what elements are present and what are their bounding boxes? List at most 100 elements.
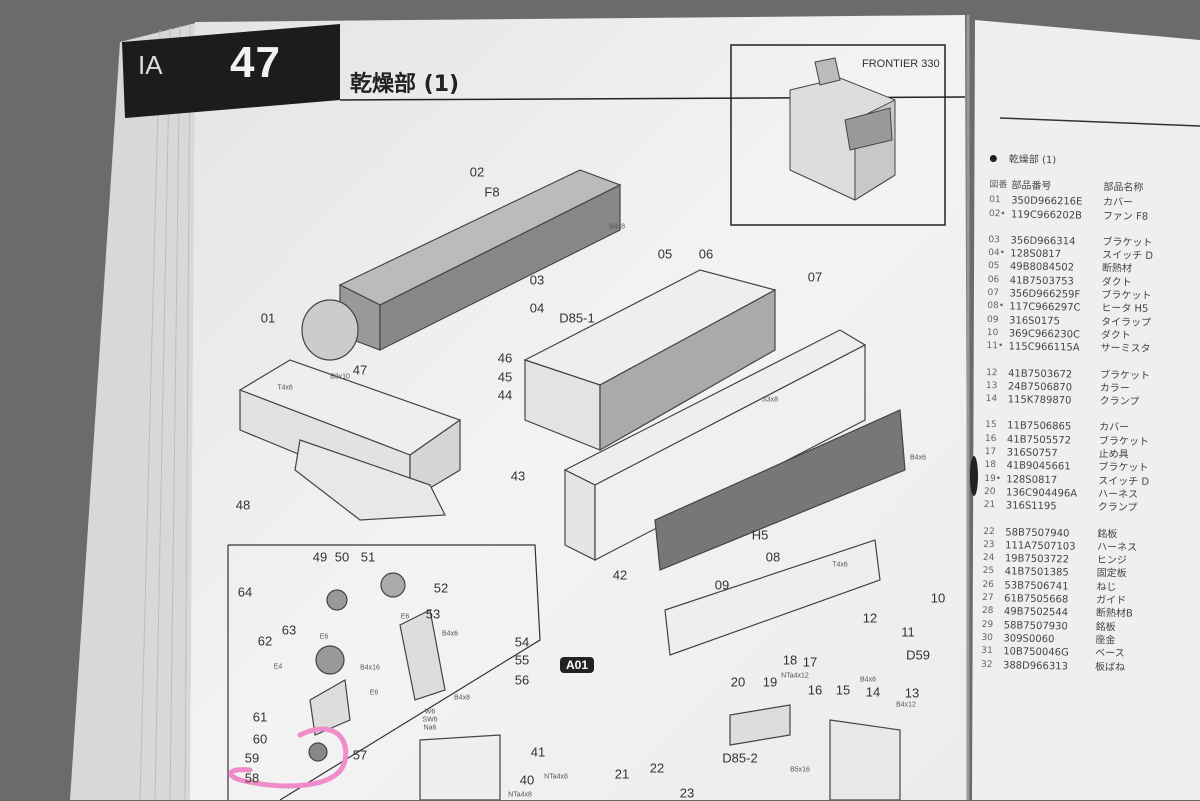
item-number: 13 bbox=[985, 380, 998, 392]
item-number: 19• bbox=[984, 473, 1002, 484]
part-callout: 46 bbox=[497, 350, 513, 366]
part-callout: 04 bbox=[529, 300, 545, 316]
part-callout: 23 bbox=[679, 785, 695, 801]
part-name: 座金 bbox=[1095, 634, 1116, 647]
part-callout: 40 bbox=[519, 772, 535, 788]
part-callout: B4x6 bbox=[910, 454, 926, 462]
part-callout: NTa4x12 bbox=[781, 672, 809, 680]
part-callout: Na6 bbox=[423, 724, 437, 732]
part-callout: 13 bbox=[904, 685, 920, 701]
part-callout: 49 bbox=[312, 549, 328, 565]
part-name: ブラケット bbox=[1099, 369, 1151, 382]
item-number: 32 bbox=[980, 659, 993, 670]
item-number: 29 bbox=[981, 619, 994, 630]
item-number: 07 bbox=[987, 288, 1000, 299]
part-name: ダクト bbox=[1100, 329, 1131, 342]
parts-list-row: 11• 115C966115A サーミスタ bbox=[986, 340, 1151, 356]
part-name: 固定板 bbox=[1096, 568, 1127, 580]
part-callout: 21 bbox=[614, 766, 630, 782]
part-callout: B4x8 bbox=[609, 223, 625, 231]
part-name: ファン F8 bbox=[1102, 210, 1149, 223]
item-number: 17 bbox=[984, 447, 997, 458]
parts-list-columns: 図番 部品番号 部品名称 bbox=[989, 179, 1144, 194]
model-label: FRONTIER 330 bbox=[862, 58, 940, 70]
part-name: タイラップ bbox=[1100, 316, 1152, 329]
item-number: 11• bbox=[986, 341, 1004, 352]
part-name: クランプ bbox=[1097, 502, 1138, 514]
item-number: 24 bbox=[982, 553, 995, 564]
part-name: ハーネス bbox=[1097, 488, 1139, 501]
item-number: 02• bbox=[988, 208, 1006, 219]
parts-list-row: 21 316S1195 クランプ bbox=[984, 499, 1149, 515]
part-callout: 64 bbox=[237, 584, 253, 600]
item-number: 22 bbox=[983, 526, 995, 537]
part-name: 止め具 bbox=[1098, 448, 1129, 461]
part-callout: B3x10 bbox=[330, 373, 350, 381]
item-number: 28 bbox=[981, 606, 994, 617]
part-callout: 54 bbox=[514, 634, 530, 650]
part-callout: 06 bbox=[698, 246, 714, 262]
part-callout: E4 bbox=[273, 663, 283, 671]
part-number: 316S1195 bbox=[1005, 500, 1057, 513]
parts-list-row: 32 388D966313 板ばね bbox=[981, 658, 1146, 674]
part-callout: 18 bbox=[782, 652, 798, 668]
item-number: 04• bbox=[988, 248, 1006, 259]
parts-list-header: 乾燥部 (1) bbox=[989, 150, 1155, 168]
part-callout: 42 bbox=[612, 567, 628, 583]
item-number: 18 bbox=[984, 460, 997, 471]
part-callout: 17 bbox=[802, 654, 818, 670]
part-callout: 01 bbox=[260, 310, 276, 326]
item-number: 08• bbox=[987, 301, 1005, 312]
part-number: 115C966115A bbox=[1008, 341, 1080, 354]
item-number: 21 bbox=[983, 500, 996, 511]
part-callout: H5 bbox=[751, 527, 769, 543]
part-callout: 22 bbox=[649, 760, 665, 776]
part-name: ブラケット bbox=[1098, 462, 1149, 475]
pink-highlight-circle bbox=[228, 726, 349, 789]
part-name: サーミスタ bbox=[1100, 343, 1151, 356]
part-callout: T4x6 bbox=[832, 561, 848, 569]
part-number: 388D966313 bbox=[1002, 659, 1069, 672]
part-name: 銘板 bbox=[1095, 621, 1116, 633]
part-callout: E6 bbox=[319, 633, 329, 641]
item-number: 27 bbox=[982, 592, 994, 604]
part-name: ブラケット bbox=[1101, 290, 1152, 302]
part-name: ヒータ H5 bbox=[1101, 303, 1149, 316]
part-callout: W6 bbox=[424, 708, 436, 716]
part-name: ガイド bbox=[1096, 594, 1127, 607]
part-callout: 43 bbox=[510, 468, 526, 484]
item-number: 05 bbox=[987, 261, 1000, 272]
item-number: 15 bbox=[985, 420, 997, 431]
page-title: 乾燥部 (1) bbox=[350, 72, 460, 97]
part-callout: 08 bbox=[765, 549, 781, 565]
part-callout: B4x6 bbox=[442, 630, 458, 638]
item-number: 14 bbox=[985, 394, 998, 405]
part-callout: 12 bbox=[862, 610, 878, 626]
part-callout: B4x6 bbox=[860, 676, 876, 684]
part-callout: S3x8 bbox=[762, 396, 778, 404]
part-callout: B5x16 bbox=[790, 766, 810, 774]
part-callout: 14 bbox=[865, 684, 881, 700]
chapter-header-bar bbox=[122, 24, 340, 118]
bullet-icon bbox=[989, 154, 997, 163]
part-callout: 60 bbox=[252, 731, 268, 747]
part-callout: 50 bbox=[334, 549, 350, 565]
part-name: 板ばね bbox=[1094, 661, 1126, 673]
part-callout: B4x12 bbox=[896, 701, 916, 709]
item-number: 25 bbox=[982, 566, 995, 577]
inset-badge: A01 bbox=[560, 657, 595, 673]
part-callout: 57 bbox=[352, 747, 368, 763]
part-callout: 02 bbox=[469, 164, 485, 180]
part-callout: 03 bbox=[529, 272, 545, 288]
page-stack-edge bbox=[70, 22, 205, 800]
part-callout: T4x6 bbox=[277, 384, 293, 392]
item-number: 31 bbox=[981, 646, 993, 657]
part-callout: 52 bbox=[433, 580, 449, 596]
part-name: 銘板 bbox=[1097, 528, 1118, 540]
item-number: 01 bbox=[989, 195, 1001, 206]
item-number: 30 bbox=[981, 632, 994, 644]
part-callout: 44 bbox=[497, 387, 513, 403]
